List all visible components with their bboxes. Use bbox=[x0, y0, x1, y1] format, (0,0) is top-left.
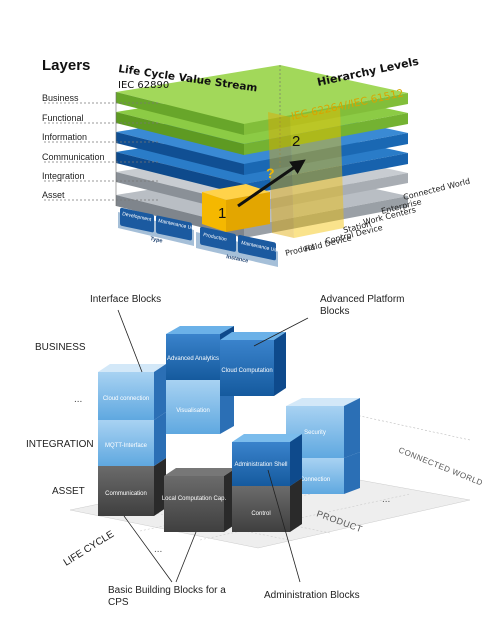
callout-line-interface bbox=[117, 309, 143, 373]
type-label: Type bbox=[150, 236, 163, 244]
callout-line-basic-1 bbox=[123, 515, 173, 583]
block-administration-shell: Administration Shell bbox=[232, 434, 302, 486]
block-local-computation: Local Computation Cap. bbox=[162, 468, 236, 532]
instance-bar: Production Maintenance Usage Instance bbox=[196, 226, 286, 267]
rami-cube: Layers bbox=[42, 55, 471, 267]
block-cloud-computation: Cloud Computation bbox=[220, 332, 286, 396]
axis-business: BUSINESS bbox=[35, 342, 86, 353]
callout-line-admin bbox=[267, 469, 301, 583]
lifecycle-ellipsis: ... bbox=[154, 544, 162, 555]
lifecycle-standard: IEC 62890 bbox=[118, 80, 169, 91]
world-ellipsis: ... bbox=[382, 494, 390, 505]
block-communication-label: Communication bbox=[105, 491, 147, 497]
callout-interface: Interface Blocks bbox=[90, 294, 161, 305]
block-visualisation: Visualisation bbox=[166, 372, 234, 434]
marker-2: 2 bbox=[292, 133, 300, 150]
instance-box-production: Production bbox=[203, 232, 228, 243]
callout-line-advanced bbox=[253, 317, 309, 347]
block-security-label: Security bbox=[304, 430, 326, 436]
layer-label-communication: Communication bbox=[42, 152, 105, 162]
layer-label-asset: Asset bbox=[42, 190, 65, 200]
block-admin-shell-label: Administration Shell bbox=[234, 462, 287, 468]
layer-label-business: Business bbox=[42, 93, 79, 103]
block-cloud-connection: Cloud connection bbox=[98, 364, 166, 420]
hierarchy-title-group: Hierarchy Levels bbox=[316, 55, 420, 89]
block-connection-label: Connection bbox=[300, 477, 330, 483]
arrow-1-to-2 bbox=[237, 159, 306, 208]
block-communication: Communication bbox=[98, 458, 166, 516]
highlight-column-2 bbox=[268, 107, 344, 238]
layers-heading: Layers bbox=[42, 57, 90, 74]
marker-1: 1 bbox=[218, 205, 226, 222]
block-mqtt-label: MQTT-Interface bbox=[105, 443, 148, 449]
block-mqtt-interface: MQTT-Interface bbox=[98, 412, 166, 466]
highlight-box-1 bbox=[202, 184, 270, 232]
block-control: Control bbox=[232, 478, 302, 532]
axis-connected-world: CONNECTED WORLD bbox=[397, 446, 484, 488]
block-visualisation-label: Visualisation bbox=[176, 408, 210, 414]
layer-label-functional: Functional bbox=[42, 113, 84, 123]
layer-label-information: Information bbox=[42, 132, 87, 142]
building-blocks-diagram: BUSINESS ... INTEGRATION ASSET LIFE CYCL… bbox=[26, 294, 484, 608]
marker-question: ? bbox=[266, 165, 275, 181]
block-advanced-analytics-label: Advanced Analytics bbox=[167, 356, 219, 362]
layer-labels: Business Functional Information Communic… bbox=[42, 93, 160, 201]
hierarchy-title: Hierarchy Levels bbox=[316, 55, 420, 89]
axis-integration: INTEGRATION bbox=[26, 439, 94, 450]
callout-administration: Administration Blocks bbox=[264, 590, 360, 601]
axis-ellipsis: ... bbox=[74, 394, 82, 405]
hierarchy-product: Product bbox=[284, 242, 316, 258]
block-security: Security bbox=[286, 398, 360, 458]
instance-label: Instance bbox=[226, 254, 249, 265]
block-local-computation-label: Local Computation Cap. bbox=[162, 496, 227, 502]
axis-lifecycle: LIFE CYCLE bbox=[62, 529, 117, 569]
block-cloud-computation-label: Cloud Computation bbox=[221, 368, 272, 374]
layer-label-integration: Integration bbox=[42, 171, 85, 181]
block-cloud-connection-label: Cloud connection bbox=[103, 396, 149, 402]
block-control-label: Control bbox=[251, 511, 270, 517]
callout-line-basic-2 bbox=[175, 531, 197, 583]
axis-asset: ASSET bbox=[52, 486, 85, 497]
